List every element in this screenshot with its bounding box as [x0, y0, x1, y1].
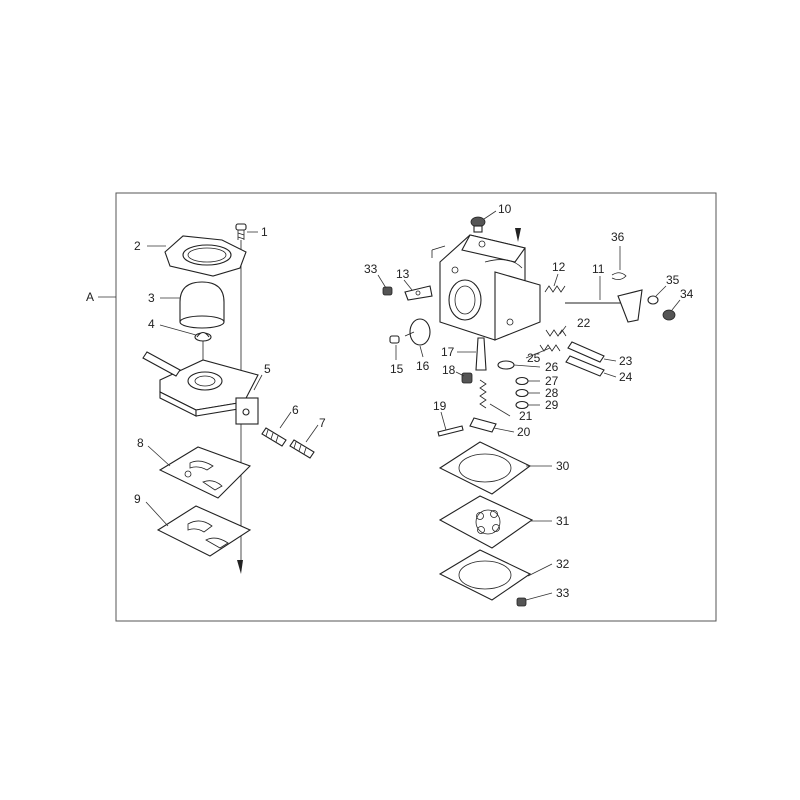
callout-25: 25 [527, 351, 541, 365]
callout-4: 4 [148, 317, 155, 331]
callout-numbers: 1 2 3 4 5 6 7 8 9 10 11 12 13 15 16 17 1… [134, 202, 694, 600]
part-ring-28[interactable] [515, 388, 529, 398]
part-cap-34[interactable] [662, 309, 676, 321]
callout-2: 2 [134, 239, 141, 253]
part-cover-plate-2[interactable] [164, 235, 247, 277]
part-gasket-9[interactable] [156, 505, 252, 557]
part-control-lever-20[interactable] [469, 417, 497, 433]
part-washer-26[interactable] [497, 360, 515, 370]
callout-15: 15 [390, 362, 404, 376]
callout-20: 20 [517, 425, 531, 439]
callout-19: 19 [433, 399, 447, 413]
part-lever-13[interactable] [404, 285, 433, 301]
callout-35: 35 [666, 273, 680, 287]
callout-1: 1 [261, 225, 268, 239]
part-needle-23[interactable] [567, 341, 605, 363]
callout-31: 31 [556, 514, 570, 528]
leaders-right [377, 210, 681, 601]
part-spring-22[interactable] [545, 329, 567, 337]
callout-3: 3 [148, 291, 155, 305]
part-clip-36[interactable] [611, 272, 627, 280]
callout-9: 9 [134, 492, 141, 506]
diagram-frame [115, 192, 717, 622]
callout-30: 30 [556, 459, 570, 473]
callout-7: 7 [319, 416, 326, 430]
callout-36: 36 [611, 230, 625, 244]
part-screw-1[interactable] [235, 223, 247, 240]
section-label: A [86, 290, 94, 304]
part-spring-12[interactable] [544, 285, 566, 293]
callout-28: 28 [545, 386, 559, 400]
part-washer-35[interactable] [647, 295, 659, 305]
part-pin-19[interactable] [437, 425, 464, 437]
part-screw-33-lower[interactable] [516, 597, 527, 607]
part-needle-24[interactable] [565, 355, 605, 377]
callout-5: 5 [264, 362, 271, 376]
part-carburetor-body[interactable] [431, 234, 541, 341]
callout-17: 17 [441, 345, 455, 359]
callout-26: 26 [545, 360, 559, 374]
callout-8: 8 [137, 436, 144, 450]
part-cover-32[interactable] [438, 549, 532, 601]
callout-23: 23 [619, 354, 633, 368]
part-throttle-plate-16[interactable] [404, 318, 431, 346]
callout-12: 12 [552, 260, 566, 274]
leaders-left [145, 231, 319, 527]
callout-32: 32 [556, 557, 570, 571]
part-shaft-11[interactable] [565, 289, 643, 323]
arrow-down-icon [237, 560, 243, 574]
part-pump-body-5[interactable] [142, 351, 259, 425]
callout-22: 22 [577, 316, 591, 330]
callout-24: 24 [619, 370, 633, 384]
callout-21: 21 [519, 409, 533, 423]
callout-10: 10 [498, 202, 512, 216]
part-diaphragm-31[interactable] [438, 495, 534, 549]
part-needle-7[interactable] [289, 439, 315, 459]
callout-33-lower: 33 [556, 586, 570, 600]
part-screw-15[interactable] [389, 335, 400, 344]
arrow-up-icon [515, 228, 521, 242]
part-ring-27[interactable] [515, 376, 529, 386]
part-ring-29[interactable] [515, 400, 529, 410]
part-spring-21[interactable] [479, 379, 487, 409]
callout-16: 16 [416, 359, 430, 373]
callout-11: 11 [592, 262, 605, 276]
part-needle-6[interactable] [261, 427, 287, 447]
callout-13: 13 [396, 267, 410, 281]
part-screw-33-upper[interactable] [382, 286, 393, 296]
callout-27: 27 [545, 374, 559, 388]
callout-6: 6 [292, 403, 299, 417]
callout-34: 34 [680, 287, 694, 301]
part-primer-bulb-3[interactable] [179, 281, 225, 329]
part-screw-18[interactable] [461, 372, 473, 384]
callout-33-upper: 33 [364, 262, 378, 276]
part-gasket-30[interactable] [438, 441, 532, 495]
part-cap-10[interactable] [470, 216, 486, 233]
callout-29: 29 [545, 398, 559, 412]
part-valve-4[interactable] [194, 331, 212, 342]
part-diaphragm-8[interactable] [158, 446, 251, 499]
part-inlet-needle-17[interactable] [475, 337, 487, 371]
callout-18: 18 [442, 363, 456, 377]
